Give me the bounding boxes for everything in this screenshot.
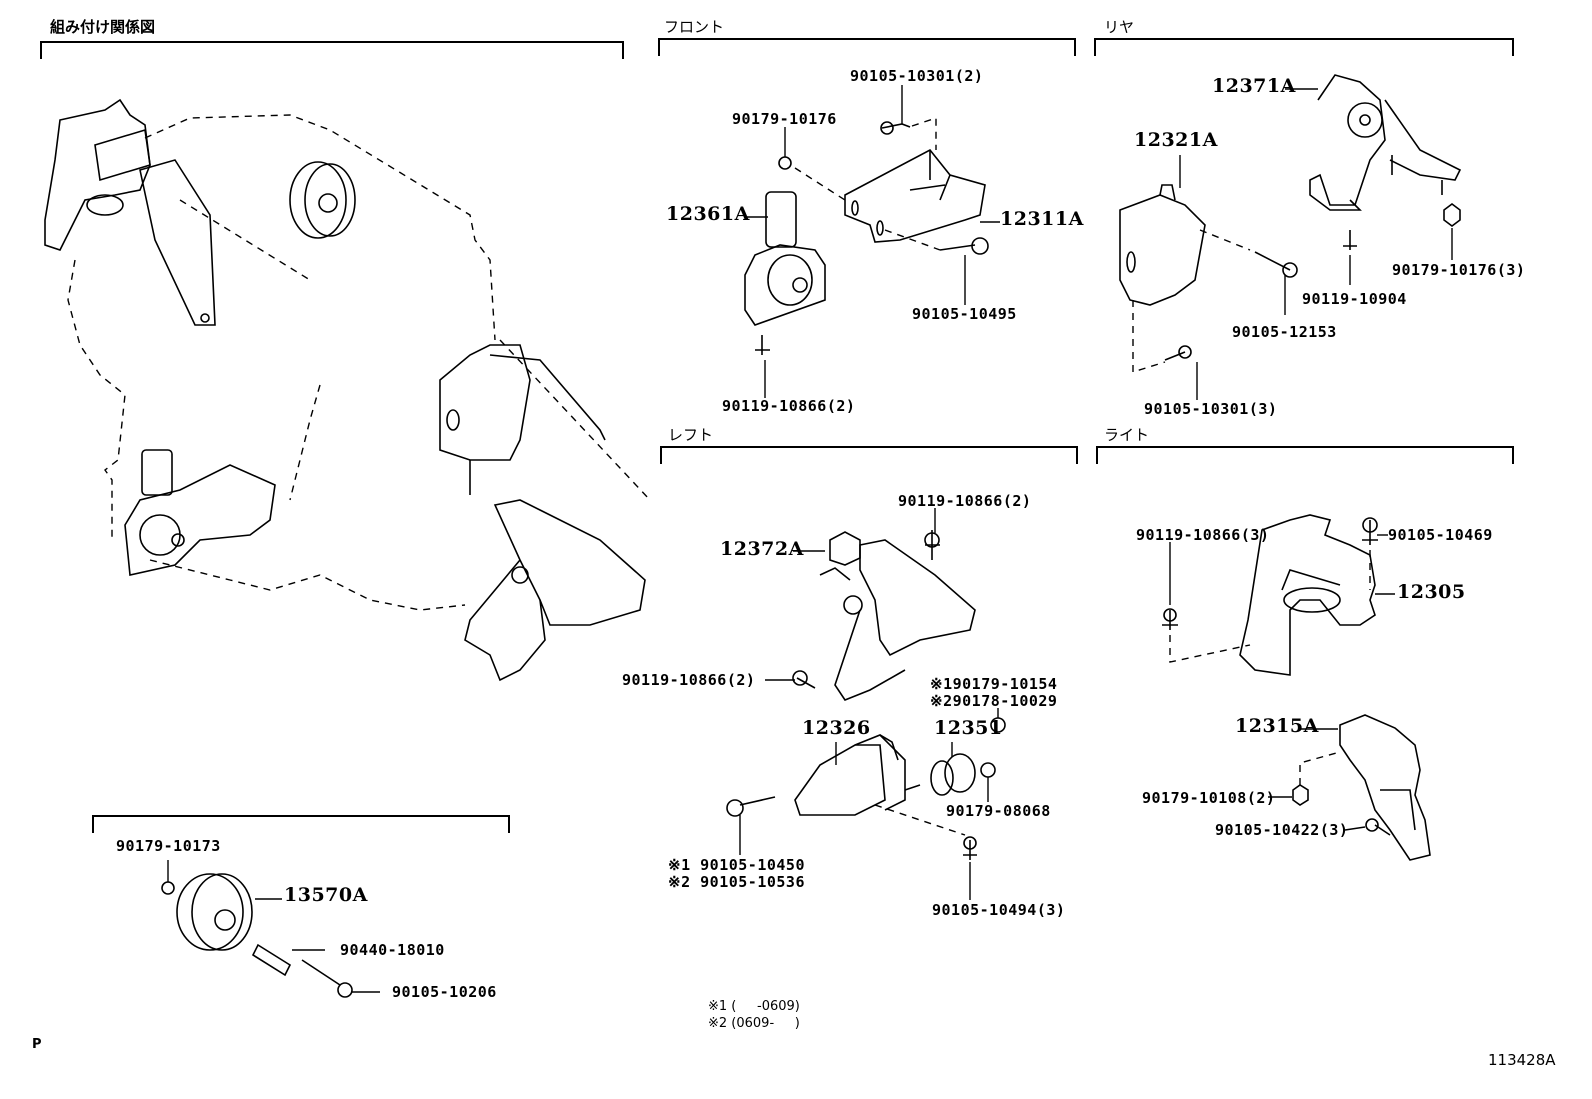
left-bolt-1 (739, 796, 776, 806)
front-mount-12361A (744, 191, 826, 326)
bracket-pulley (92, 815, 510, 833)
part-label-left-bolt-top[interactable]: 90119-10866(2) (898, 492, 1032, 510)
pulley-nut (161, 881, 175, 895)
rear-nut (1443, 203, 1461, 227)
front-bolt-bottom (755, 335, 770, 355)
part-label-left-bolt-1[interactable]: ※1 90105-10450 (668, 856, 805, 874)
front-nut (778, 156, 792, 170)
part-label-right-bolt-left[interactable]: 90119-10866(3) (1136, 526, 1270, 544)
section-title-right: ライト (1104, 426, 1150, 444)
rear-bolt-bottom (1164, 351, 1186, 361)
pulley-collar (251, 943, 292, 977)
part-label-right-bracket[interactable]: 12315A (1235, 715, 1319, 737)
part-label-front-bolt-top[interactable]: 90105-10301(2) (850, 67, 984, 85)
part-label-left-bolt-side[interactable]: 90119-10866(2) (622, 671, 756, 689)
footnote-2: ※2 (0609- ) (708, 1016, 800, 1031)
part-label-rear-nut[interactable]: 90179-10176(3) (1392, 261, 1526, 279)
left-bolt-side (796, 677, 816, 689)
part-label-front-bolt-side[interactable]: 90105-10495 (912, 305, 1017, 323)
part-label-right-mount[interactable]: 12305 (1397, 581, 1466, 603)
footnote-1: ※1 ( -0609) (708, 999, 800, 1014)
rear-bolt-long (1254, 251, 1291, 271)
part-label-left-nut-stopper[interactable]: 90179-08068 (946, 802, 1051, 820)
part-label-right-bolt[interactable]: 90105-10422(3) (1215, 821, 1349, 839)
bracket-right (1096, 446, 1514, 464)
part-label-rear-bracket[interactable]: 12321A (1134, 129, 1218, 151)
assembly-pulley (289, 161, 356, 239)
part-label-right-nut[interactable]: 90179-10108(2) (1142, 789, 1276, 807)
page-mark: P (32, 1037, 42, 1052)
part-label-rear-bolt-bottom[interactable]: 90105-10301(3) (1144, 400, 1278, 418)
pulley-13570A (176, 873, 253, 951)
section-title-rear: リヤ (1104, 18, 1135, 36)
bracket-front (658, 38, 1076, 56)
part-label-left-bracket[interactable]: 12326 (802, 717, 871, 739)
front-bolt-side (939, 244, 976, 251)
part-label-right-bolt-top[interactable]: 90105-10469 (1388, 526, 1493, 544)
part-label-pulley-nut[interactable]: 90179-10173 (116, 837, 221, 855)
part-label-pulley-collar[interactable]: 90440-18010 (340, 941, 445, 959)
part-label-front-bracket[interactable]: 12311A (1000, 208, 1084, 230)
section-title-left: レフト (668, 426, 714, 444)
rear-bolt-stud (1343, 230, 1357, 250)
part-label-front-mount[interactable]: 12361A (666, 203, 750, 225)
part-label-rear-mount[interactable]: 12371A (1212, 75, 1296, 97)
left-bolt-bottom (963, 840, 977, 860)
part-label-left-mount[interactable]: 12372A (720, 538, 804, 560)
pulley-bolt (301, 959, 341, 986)
right-bracket-12315A (1339, 714, 1431, 861)
front-bracket-12311A (844, 148, 986, 243)
assembly-mount-front (124, 449, 276, 576)
bracket-left (660, 446, 1078, 464)
engine-outline (67, 114, 651, 611)
part-label-left-nut-1[interactable]: ※190179-10154 (930, 675, 1058, 693)
part-label-left-bolt-2[interactable]: ※2 90105-10536 (668, 873, 805, 891)
bracket-assembly (40, 41, 624, 59)
illustration-id: 113428A (1488, 1051, 1556, 1069)
assembly-mount-left (464, 499, 646, 682)
bracket-rear (1094, 38, 1514, 56)
left-bracket-12326 (794, 734, 906, 816)
part-label-left-bolt-bottom[interactable]: 90105-10494(3) (932, 901, 1066, 919)
part-label-pulley-bolt[interactable]: 90105-10206 (392, 983, 497, 1001)
rear-mount-12371A (1309, 74, 1462, 211)
left-mount-12372A (819, 531, 976, 701)
section-title-assembly: 組み付け関係図 (50, 18, 156, 36)
part-label-front-bolt-bottom[interactable]: 90119-10866(2) (722, 397, 856, 415)
rear-bracket-12321A (1119, 184, 1206, 306)
right-bolt-left (1162, 610, 1178, 630)
assembly-mount-right (44, 98, 216, 326)
part-label-rear-bolt-stud[interactable]: 90119-10904 (1302, 290, 1407, 308)
part-label-rear-bolt-long[interactable]: 90105-12153 (1232, 323, 1337, 341)
right-nut (1292, 784, 1309, 806)
part-label-left-stopper[interactable]: 12351 (934, 717, 1003, 739)
part-label-front-nut[interactable]: 90179-10176 (732, 110, 837, 128)
section-title-front: フロント (664, 18, 725, 36)
left-nut-stopper (980, 762, 996, 778)
assembly-mount-rear (439, 344, 606, 495)
right-mount-12305 (1239, 514, 1376, 676)
part-label-left-nut-2[interactable]: ※290178-10029 (930, 692, 1058, 710)
part-label-pulley[interactable]: 13570A (284, 884, 368, 906)
left-stopper-12351 (930, 753, 976, 796)
front-bolt-top (881, 123, 911, 129)
